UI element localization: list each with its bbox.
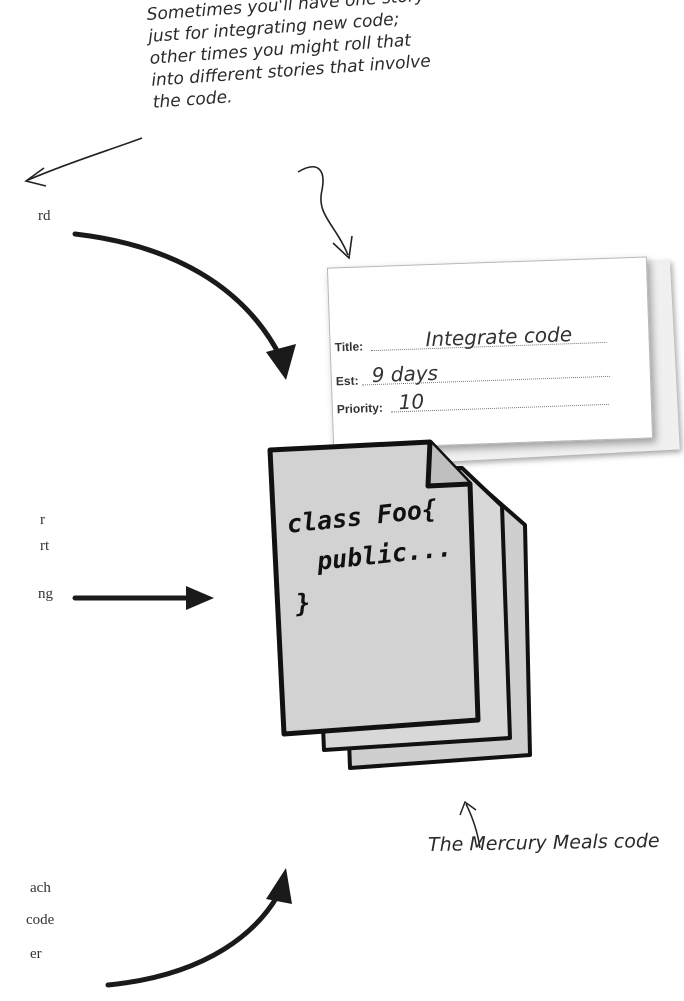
code-caption: The Mercury Meals code: [427, 829, 660, 857]
code-base-arrowhead: [266, 868, 292, 904]
code-base-arrow: [105, 892, 281, 988]
left-text-fragment: code: [26, 912, 55, 928]
left-text-fragment: rd: [38, 208, 51, 224]
left-text-fragment: r: [40, 512, 45, 528]
code-document-stack: [267, 439, 532, 770]
left-text-fragment: ach: [30, 880, 51, 896]
annotation-left-arrow: [27, 137, 143, 181]
story-card-arrow: [72, 231, 285, 363]
annotation-down-arrow: [297, 166, 349, 256]
card-est-label: Est:: [335, 373, 359, 389]
story-card-arrowhead: [266, 344, 296, 380]
card-title-label: Title:: [334, 339, 364, 355]
card-priority-value: 10: [398, 389, 425, 415]
caption-pointer-head: [459, 800, 477, 816]
card-title-value: Integrate code: [425, 322, 573, 352]
annotation-left-arrowhead: [24, 167, 47, 187]
annotation-down-arrowhead: [332, 235, 353, 260]
card-est-value: 9 days: [371, 360, 439, 388]
code-document-front: [267, 439, 481, 737]
code-document-fold: [425, 441, 471, 489]
card-priority-label: Priority:: [336, 400, 384, 417]
left-text-fragment: er: [30, 946, 42, 962]
caption-pointer: [465, 803, 481, 849]
code-snippet: class Foo{ public... }: [285, 484, 496, 624]
left-text-fragment: rt: [40, 538, 50, 554]
left-text-fragment: ng: [38, 586, 53, 602]
integrate-arrowhead: [186, 586, 214, 610]
card-title-row: Title: Integrate code: [330, 318, 641, 357]
